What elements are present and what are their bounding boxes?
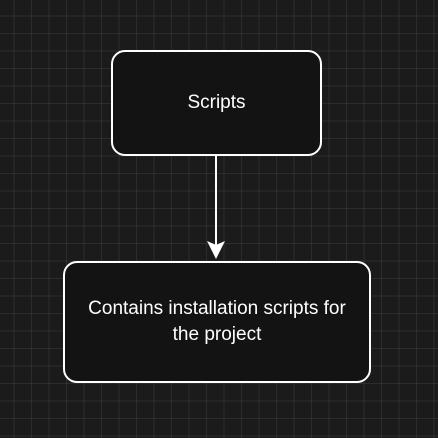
node-scripts[interactable]: Scripts	[111, 50, 322, 156]
node-description[interactable]: Contains installation scripts for the pr…	[63, 261, 371, 383]
arrowhead-icon	[207, 241, 225, 259]
